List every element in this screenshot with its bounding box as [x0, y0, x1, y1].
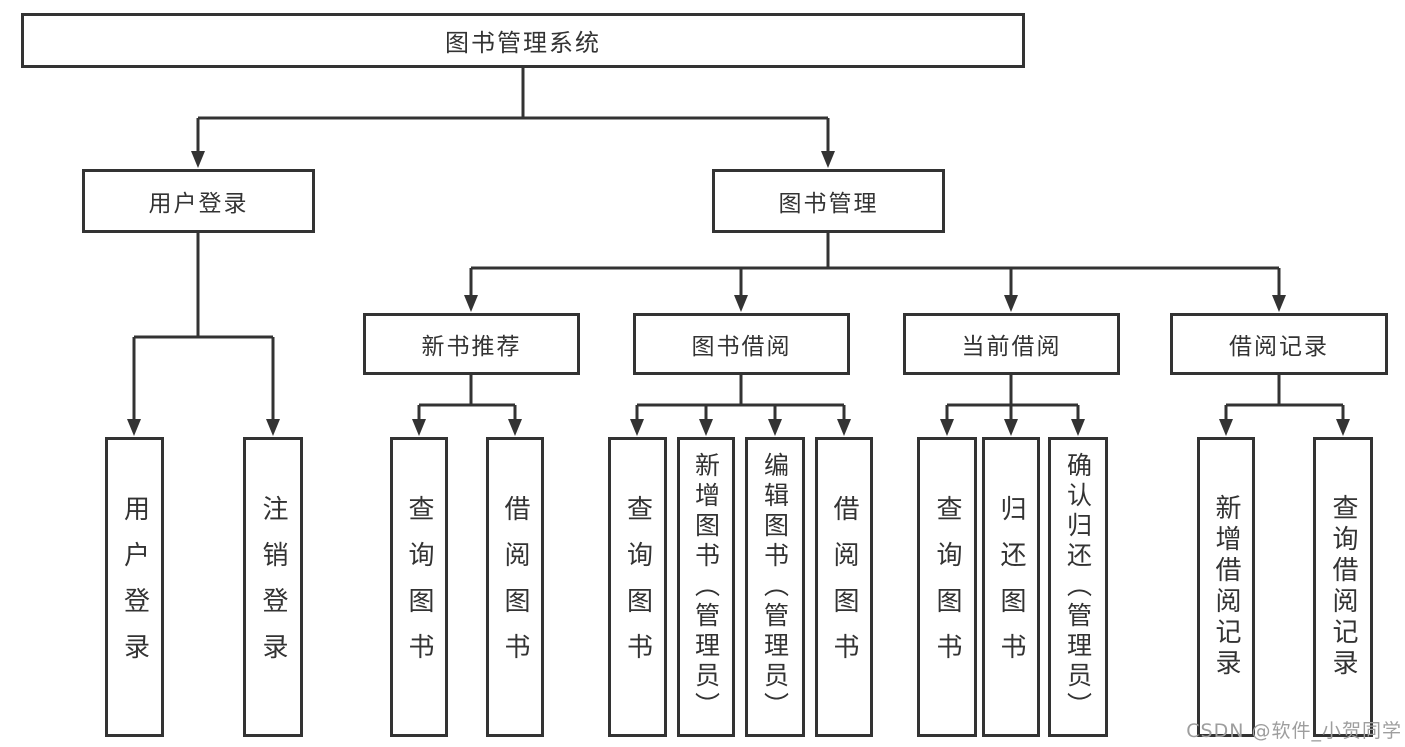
leaf-newbooks-query: 查询图书 [390, 437, 448, 737]
node-label: 图书借阅 [691, 334, 792, 360]
leaf-label: 编辑图书（管理员） [760, 452, 790, 722]
connector-bookmgmt-to-level3 [464, 233, 1286, 312]
arrowhead [1004, 419, 1018, 436]
leaf-label: 归还图书 [996, 495, 1026, 679]
connector-userlogin-to-leaves [127, 233, 280, 436]
node-label: 新书推荐 [421, 334, 522, 360]
arrowhead [1071, 419, 1085, 436]
arrowhead [508, 419, 522, 436]
leaf-borrow-add-admin: 新增图书（管理员） [677, 437, 735, 737]
leaf-label: 确认归还（管理员） [1063, 452, 1093, 722]
arrowhead [821, 151, 835, 168]
node-new-book-recommend: 新书推荐 [363, 313, 580, 375]
csdn-watermark: CSDN @软件_小贺同学 [1186, 720, 1402, 742]
arrowhead [699, 419, 713, 436]
connector-bookborrow-to-leaves [630, 375, 851, 436]
leaf-logout: 注销登录 [243, 437, 303, 737]
arrowhead [630, 419, 644, 436]
leaf-label: 注销登录 [258, 495, 288, 679]
leaf-newbooks-borrow: 借阅图书 [486, 437, 544, 737]
arrowhead [191, 151, 205, 168]
leaf-label: 借阅图书 [829, 495, 859, 679]
node-library-system: 图书管理系统 [21, 13, 1025, 68]
connector-root-to-level2 [191, 68, 835, 168]
leaf-label: 查询图书 [932, 495, 962, 679]
node-current-borrow: 当前借阅 [903, 313, 1120, 375]
arrowhead [412, 419, 426, 436]
arrowhead [1336, 419, 1350, 436]
arrowhead [1272, 295, 1286, 312]
node-label: 图书管理 [778, 191, 879, 217]
leaf-label: 查询借阅记录 [1328, 494, 1358, 680]
leaf-records-query: 查询借阅记录 [1313, 437, 1373, 737]
leaf-label: 用户登录 [119, 495, 150, 679]
connector-currentborrow-to-leaves [940, 375, 1085, 436]
leaf-user-login: 用户登录 [105, 437, 164, 737]
arrowhead [1004, 295, 1018, 312]
node-label: 借阅记录 [1229, 334, 1329, 360]
leaf-current-query: 查询图书 [917, 437, 977, 737]
arrowhead [1219, 419, 1233, 436]
leaf-borrow-edit-admin: 编辑图书（管理员） [745, 437, 805, 737]
leaf-borrow-borrow: 借阅图书 [815, 437, 873, 737]
leaf-records-add: 新增借阅记录 [1197, 437, 1255, 737]
leaf-label: 新增图书（管理员） [691, 452, 721, 722]
node-user-login: 用户登录 [82, 169, 315, 233]
node-book-borrow: 图书借阅 [633, 313, 850, 375]
arrowhead [837, 419, 851, 436]
node-label: 图书管理系统 [445, 29, 601, 57]
connector-newbooks-to-leaves [412, 375, 522, 436]
leaf-label: 查询图书 [404, 495, 434, 679]
arrowhead [266, 419, 280, 436]
arrowhead [768, 419, 782, 436]
leaf-label: 借阅图书 [500, 495, 530, 679]
leaf-label: 新增借阅记录 [1211, 494, 1241, 680]
leaf-borrow-query: 查询图书 [608, 437, 667, 737]
node-borrow-records: 借阅记录 [1170, 313, 1388, 375]
leaf-label: 查询图书 [622, 495, 653, 679]
arrowhead [464, 295, 478, 312]
arrowhead [734, 295, 748, 312]
arrowhead [940, 419, 954, 436]
node-book-management: 图书管理 [712, 169, 945, 233]
leaf-current-confirm-admin: 确认归还（管理员） [1048, 437, 1108, 737]
node-label: 用户登录 [148, 191, 249, 217]
connector-records-to-leaves [1219, 375, 1350, 436]
leaf-current-return: 归还图书 [982, 437, 1040, 737]
arrowhead [127, 419, 141, 436]
node-label: 当前借阅 [961, 334, 1062, 360]
